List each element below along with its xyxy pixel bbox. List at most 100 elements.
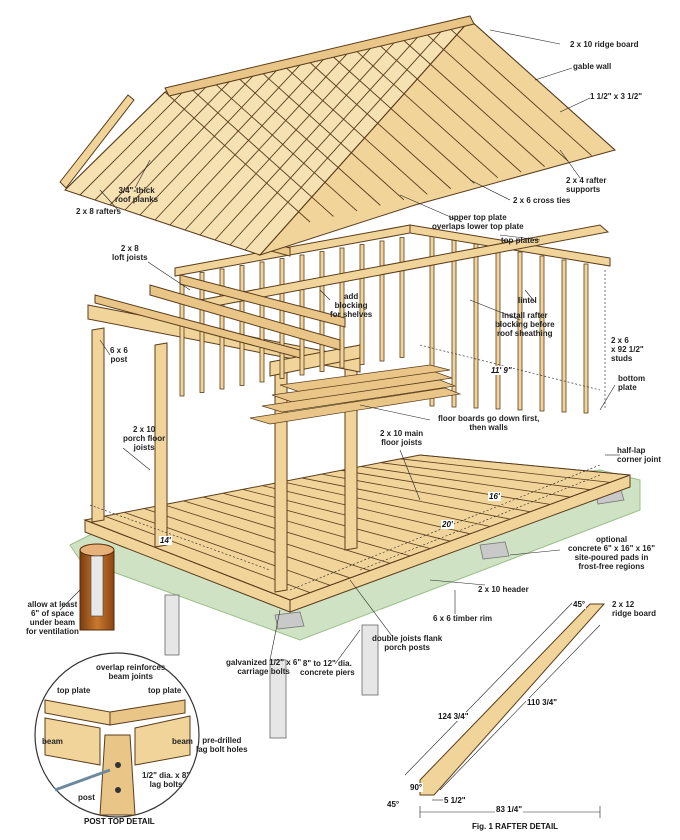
rafter-right: [258, 69, 405, 201]
rafter: [169, 52, 330, 226]
rafter-detail-caption: Fig. 1 RAFTER DETAIL: [472, 822, 559, 831]
floor-joist: [203, 496, 411, 557]
rafter-right: [375, 41, 522, 173]
roof-assembly: [59, 15, 617, 257]
timber-rim-label: 6 x 6 timber rim: [433, 614, 493, 623]
roof-plank: [59, 94, 135, 189]
floor-joist: [262, 485, 471, 535]
ridge-board-detail-label: 2 x 12 ridge board: [612, 600, 657, 618]
carriage-bolts-label: galvanized 1/2" x 6" carriage bolts: [226, 658, 302, 676]
porch-width-dim: 14': [159, 536, 172, 545]
floor-boards-label: floor boards go down first, then walls: [438, 414, 540, 432]
header-label: 2 x 10 header: [478, 585, 529, 594]
rafter: [229, 30, 424, 246]
stud: [451, 239, 457, 408]
run-dim: 83 1/4": [495, 805, 524, 814]
concrete-pads-label: optional concrete 6" x 16" x 16" site-po…: [568, 535, 655, 571]
rafter-right: [188, 86, 334, 217]
side-20-dim: 20': [441, 520, 454, 529]
post-top-detail: [34, 652, 200, 818]
concrete-piers: [164, 594, 379, 739]
post-6x6-label: 6 x 6 post: [110, 346, 128, 364]
lintel-label: lintel: [518, 296, 537, 305]
add-blocking-label: add blocking for shelves: [330, 292, 373, 319]
top-plates-label: top plates: [501, 236, 539, 245]
top-plate-overlap-label: upper top plate overlaps lower top plate: [432, 213, 524, 231]
rafter-right: [282, 63, 428, 195]
rafter: [109, 75, 236, 206]
side-16-dim: 16': [488, 492, 501, 501]
rafter-right: [211, 80, 358, 212]
rafter-right: [469, 19, 616, 151]
top-plates: [174, 224, 611, 309]
angle-90-dim: 90°: [409, 783, 424, 792]
rafter-right: [422, 30, 569, 162]
loft-joists: [94, 221, 346, 359]
angle-top-dim: 45°: [572, 600, 587, 609]
top-plate-right-label: top plate: [148, 686, 182, 695]
rafter: [259, 19, 471, 256]
sono-tube-pier: [79, 543, 115, 631]
floor-joist: [380, 462, 591, 491]
roof-planks-label: 3/4"-thick roof planks: [115, 186, 159, 204]
floor-joist: [360, 466, 571, 498]
floor-boards: [249, 364, 462, 425]
angle-bottom-dim: 45°: [386, 800, 401, 809]
rafter-right: [446, 25, 592, 156]
rafter: [199, 41, 377, 236]
rafter: [124, 69, 260, 211]
stud: [539, 255, 545, 412]
cross-ties-label: 2 x 6 cross ties: [513, 196, 571, 205]
gable-wall-label: gable wall: [573, 62, 612, 71]
rafter-right: [328, 52, 475, 184]
overlap-reinforces-label: overlap reinforces beam joints: [96, 663, 166, 681]
rafter: [184, 47, 354, 231]
beam-right-label: beam: [172, 737, 193, 746]
predrilled-label: pre-drilled lag bolt holes: [196, 736, 248, 754]
stud: [339, 247, 345, 369]
seat-cut-dim: 5 1/2": [443, 796, 467, 805]
rafter-supports-label: 2 x 4 rafter supports: [566, 176, 607, 194]
rafter-detail: [404, 599, 606, 818]
stud: [561, 259, 567, 413]
floor-joist: [163, 504, 371, 571]
post-label: post: [78, 793, 95, 802]
stud: [583, 263, 589, 414]
stud: [517, 251, 523, 411]
stud: [239, 265, 245, 386]
loft-joists-label: 2 x 8 loft joists: [112, 244, 148, 262]
rafter-right: [235, 75, 381, 206]
stud: [379, 240, 385, 362]
main-floor-joists-label: 2 x 10 main floor joists: [380, 429, 424, 447]
stud: [359, 244, 365, 365]
floor-joist: [400, 458, 611, 483]
floor-joist: [222, 492, 431, 549]
concrete-piers-label: 8" to 12" dia. concrete piers: [300, 659, 355, 677]
rafter-long-dim: 124 3/4": [437, 712, 470, 721]
rafter: [139, 63, 283, 216]
rafter: [214, 36, 400, 241]
beam-left-label: beam: [42, 737, 63, 746]
stud: [279, 258, 285, 379]
porch-floor-joists-label: 2 x 10 porch floor joists: [123, 425, 166, 452]
stud: [399, 237, 405, 358]
floor-joist: [281, 481, 491, 527]
rafter-right: [352, 47, 498, 179]
rafters-label: 2 x 8 rafters: [76, 207, 121, 216]
rafter-right: [164, 91, 311, 223]
ridge-board: [164, 15, 475, 97]
stud: [473, 243, 479, 409]
rafter: [79, 86, 189, 196]
ridge-board-label: 2 x 10 ridge board: [570, 40, 639, 49]
post-detail-caption: POST TOP DETAIL: [84, 817, 155, 826]
floor-joist: [341, 469, 551, 505]
rafter: [94, 80, 213, 201]
floor-joist: [143, 508, 351, 579]
install-blocking-label: install rafter blocking before roof shea…: [495, 311, 555, 338]
rafter-right: [399, 36, 545, 167]
bottom-plate-label: bottom plate: [618, 374, 646, 392]
double-joists-label: double joists flank porch posts: [372, 634, 443, 652]
rafter: [64, 91, 166, 191]
floor-joist: [301, 477, 511, 520]
rafter: [244, 25, 447, 251]
